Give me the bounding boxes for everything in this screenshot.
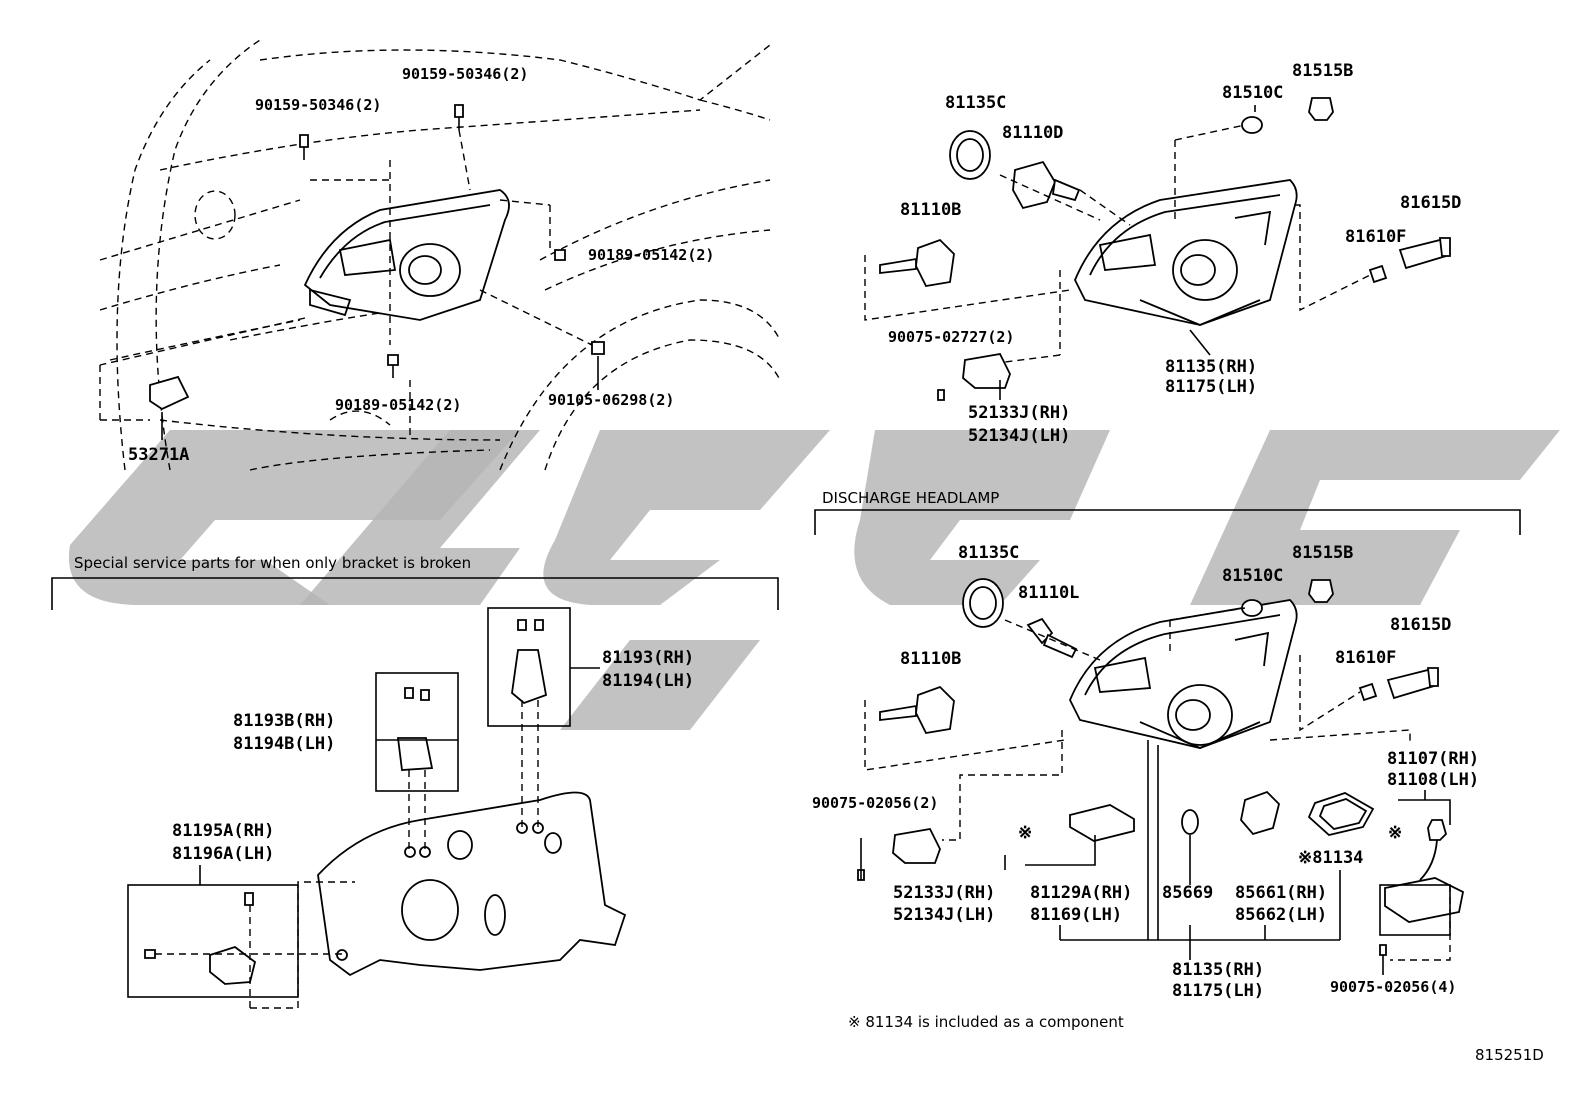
callout-90075-02056-2: 90075-02056(2) [812,794,938,812]
callout-81107rh: 81107(RH) [1387,749,1479,769]
callout-81110l: 81110L [1018,583,1079,603]
callout-81510c-top: 81510C [1222,83,1283,103]
callout-52133j-top: 52133J(RH) [968,403,1070,423]
callout-85669: 85669 [1162,883,1213,903]
callout-81510c-bottom: 81510C [1222,566,1283,586]
callout-81193rh: 81193(RH) [602,648,694,668]
callouts-top-right: 81135C 81110D 81110B 81510C 81515B 81615… [888,61,1461,446]
discharge-section-title: DISCHARGE HEADLAMP [822,489,999,507]
box-81193 [487,607,571,727]
callout-81108lh: 81108(LH) [1387,770,1479,790]
callout-90075-02056-4: 90075-02056(4) [1330,978,1456,996]
fasteners-top-left [99,104,605,440]
callout-81135rh-bottom: 81135(RH) [1172,960,1264,980]
callout-81615d-top: 81615D [1400,193,1461,213]
callout-52133j-bottom: 52133J(RH) [893,883,995,903]
bracket-section-title: Special service parts for when only brac… [74,554,471,572]
callout-81169: 81169(LH) [1030,905,1122,925]
callout-81194lh: 81194(LH) [602,671,694,691]
callout-81175lh-top: 81175(LH) [1165,377,1257,397]
box-81193b [375,672,459,792]
callout-52134j-top: 52134J(LH) [968,426,1070,446]
discharge-section-border [814,509,1521,535]
callout-81515b-bottom: 81515B [1292,543,1353,563]
callout-90105-06298: 90105-06298(2) [548,391,674,409]
callouts-top-left: 90159-50346(2) 90159-50346(2) 90189-0514… [128,65,714,465]
callout-81196alh: 81196A(LH) [172,844,274,864]
footnote: ※ 81134 is included as a component [848,1013,1124,1031]
ref-mark-81129a: ※ [1018,823,1032,843]
callout-52134j-bottom: 52134J(LH) [893,905,995,925]
box-81195a [127,884,299,998]
watermark-logo [68,430,1560,730]
callout-81615d-bottom: 81615D [1390,615,1451,635]
callout-81194blh: 81194B(LH) [233,734,335,754]
callout-81610f-top: 81610F [1345,227,1406,247]
callout-90075-02727: 90075-02727(2) [888,328,1014,346]
callout-90189-05142-a: 90189-05142(2) [588,246,714,264]
discharge-section: DISCHARGE HEADLAMP [814,489,1521,975]
callout-81195arh: 81195A(RH) [172,821,274,841]
callouts-bracket-section: 81193(RH) 81194(LH) 81193B(RH) 81194B(LH… [172,648,694,864]
callout-81110d: 81110D [1002,123,1063,143]
callout-81134: ※81134 [1298,848,1363,868]
callout-81193brh: 81193B(RH) [233,711,335,731]
callout-81610f-bottom: 81610F [1335,648,1396,668]
callout-90159-50346-b: 90159-50346(2) [255,96,381,114]
bracket-section-border [51,577,779,610]
bracket-section: Special service parts for when only brac… [51,554,779,1009]
callout-81135rh-top: 81135(RH) [1165,357,1257,377]
callout-81135c-bottom: 81135C [958,543,1019,563]
callout-81110b-top: 81110B [900,200,961,220]
callout-85661: 85661(RH) [1235,883,1327,903]
callout-53271a: 53271A [128,445,189,465]
ref-mark-81107: ※ [1388,823,1402,843]
callout-85662: 85662(LH) [1235,905,1327,925]
headlamp-exploded-top [864,97,1451,401]
callout-81135c-top: 81135C [945,93,1006,113]
headlamp-vehicle-view [303,189,510,321]
callout-81129a: 81129A(RH) [1030,883,1132,903]
callout-90159-50346-a: 90159-50346(2) [402,65,528,83]
figure-id: 815251D [1475,1046,1544,1064]
callout-90189-05142-b: 90189-05142(2) [335,396,461,414]
callout-81515b-top: 81515B [1292,61,1353,81]
callout-81175lh-bottom: 81175(LH) [1172,981,1264,1001]
callout-81110b-bottom: 81110B [900,649,961,669]
callouts-discharge-section: 81135C 81110L 81110B 81510C 81515B 81615… [812,543,1479,1031]
